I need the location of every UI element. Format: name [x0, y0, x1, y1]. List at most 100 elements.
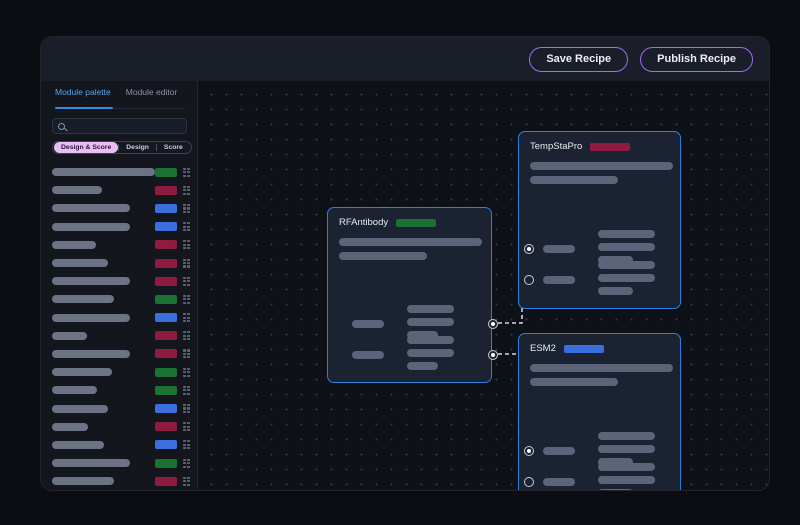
palette-module-row[interactable] — [52, 309, 197, 327]
palette-module-row[interactable] — [52, 327, 197, 345]
drag-handle-icon[interactable] — [183, 440, 190, 450]
node-description-bar — [530, 162, 673, 170]
flow-node[interactable]: ESM2 — [518, 333, 681, 490]
module-name-bar — [52, 277, 130, 286]
port-field-bar — [407, 336, 454, 344]
palette-module-row[interactable] — [52, 181, 197, 199]
palette-module-row[interactable] — [52, 399, 197, 417]
module-name-bar — [52, 186, 102, 195]
flow-node[interactable]: RFAntibody — [327, 207, 498, 383]
drag-handle-icon[interactable] — [183, 385, 190, 395]
palette-module-row[interactable] — [52, 381, 197, 399]
palette-module-row[interactable] — [52, 236, 197, 254]
port-label-bar — [543, 447, 575, 455]
port-label-bar — [352, 320, 384, 328]
module-type-chip — [155, 385, 177, 395]
tab-module-palette[interactable]: Module palette — [55, 87, 119, 109]
drag-handle-icon[interactable] — [183, 367, 190, 377]
port-label-bar — [543, 245, 575, 253]
module-name-bar — [52, 440, 104, 449]
port-label-bar — [543, 478, 575, 486]
sidebar-tabs: Module palette Module editor — [55, 87, 185, 109]
drag-handle-icon[interactable] — [183, 331, 190, 341]
palette-module-row[interactable] — [52, 218, 197, 236]
module-type-chip — [155, 276, 177, 286]
filter-chip-design[interactable]: Design — [126, 144, 149, 151]
port-field-bar — [407, 318, 454, 326]
tab-module-editor[interactable]: Module editor — [125, 87, 178, 97]
module-name-bar — [52, 168, 155, 177]
palette-module-row[interactable] — [52, 254, 197, 272]
drag-handle-icon[interactable] — [183, 404, 190, 414]
drag-handle-icon[interactable] — [183, 222, 190, 232]
palette-module-row[interactable] — [52, 490, 197, 491]
chip-divider — [155, 144, 157, 151]
palette-module-row[interactable] — [52, 290, 197, 308]
palette-module-row[interactable] — [52, 199, 197, 217]
port-field-bar — [598, 261, 655, 269]
palette-module-row[interactable] — [52, 163, 197, 181]
filter-chip-design-and-score[interactable]: Design & Score — [54, 142, 119, 153]
drag-handle-icon[interactable] — [183, 276, 190, 286]
port-field-bar — [598, 463, 655, 471]
drag-handle-icon[interactable] — [183, 422, 190, 432]
module-name-bar — [52, 259, 108, 268]
flow-node[interactable]: TempStaPro — [518, 131, 681, 309]
module-name-bar — [52, 422, 88, 431]
palette-module-row[interactable] — [52, 272, 197, 290]
output-port[interactable] — [488, 319, 498, 329]
module-type-chip — [155, 313, 177, 323]
node-header: ESM2 — [519, 334, 680, 354]
input-port[interactable] — [524, 244, 534, 254]
node-description-bar — [530, 364, 673, 372]
drag-handle-icon[interactable] — [183, 476, 190, 486]
drag-handle-icon[interactable] — [183, 203, 190, 213]
port-field-bar — [598, 432, 655, 440]
search-input[interactable] — [52, 118, 187, 134]
node-title: TempStaPro — [530, 141, 583, 152]
chip-divider — [118, 144, 120, 151]
port-label-bar — [352, 351, 384, 359]
node-port-row — [524, 432, 655, 466]
input-port[interactable] — [524, 275, 534, 285]
port-field-group — [598, 432, 655, 466]
node-port-row — [352, 336, 498, 370]
palette-module-row[interactable] — [52, 418, 197, 436]
drag-handle-icon[interactable] — [183, 240, 190, 250]
drag-handle-icon[interactable] — [183, 313, 190, 323]
palette-module-row[interactable] — [52, 472, 197, 490]
module-type-chip — [155, 222, 177, 232]
drag-handle-icon[interactable] — [183, 167, 190, 177]
palette-module-row[interactable] — [52, 454, 197, 472]
palette-module-row[interactable] — [52, 363, 197, 381]
save-recipe-button[interactable]: Save Recipe — [529, 46, 629, 72]
port-field-bar — [598, 243, 655, 251]
node-description-bar — [339, 252, 427, 260]
app-window: Save Recipe Publish Recipe Module palett… — [40, 36, 770, 491]
drag-handle-icon[interactable] — [183, 458, 190, 468]
input-port[interactable] — [524, 477, 534, 487]
port-field-bar — [598, 274, 655, 282]
module-type-chip — [155, 404, 177, 414]
module-type-chip — [155, 349, 177, 359]
filter-chip-score[interactable]: Score — [163, 144, 183, 151]
workspace: Module palette Module editor Design & Sc… — [41, 81, 769, 491]
port-field-bar — [407, 349, 454, 357]
module-name-bar — [52, 386, 97, 395]
publish-recipe-button[interactable]: Publish Recipe — [640, 46, 753, 72]
palette-module-row[interactable] — [52, 436, 197, 454]
search-icon — [58, 122, 65, 130]
drag-handle-icon[interactable] — [183, 258, 190, 268]
node-port-row — [524, 261, 655, 295]
drag-handle-icon[interactable] — [183, 294, 190, 304]
module-type-chip — [155, 367, 177, 377]
port-field-bar — [407, 362, 438, 370]
drag-handle-icon[interactable] — [183, 185, 190, 195]
port-field-bar — [598, 476, 655, 484]
output-port[interactable] — [488, 350, 498, 360]
palette-module-row[interactable] — [52, 345, 197, 363]
drag-handle-icon[interactable] — [183, 349, 190, 359]
input-port[interactable] — [524, 446, 534, 456]
filter-chip-group: Design & Score Design Score — [52, 141, 192, 154]
